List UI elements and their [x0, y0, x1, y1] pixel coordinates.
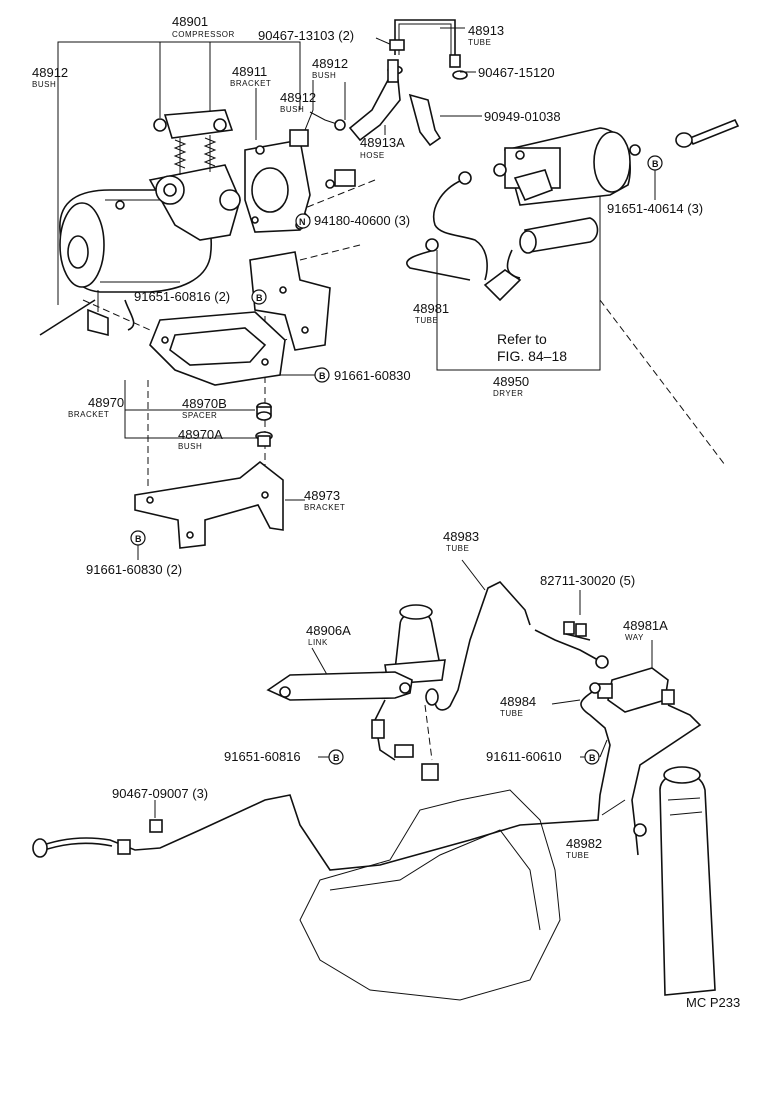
label-48973-bracket: BRACKET [304, 503, 345, 512]
bracket-48970 [149, 311, 286, 386]
spacer-48970b [256, 402, 272, 421]
link-48906a [266, 671, 414, 761]
label-48970b-spacer: SPACER [182, 411, 217, 420]
tube-48913 [389, 19, 461, 68]
label-48913: 48913 [468, 23, 504, 38]
dryer-48950 [483, 127, 641, 302]
tube-48984 [469, 682, 702, 856]
label-48981-tube: TUBE [415, 316, 438, 325]
label-48970-bracket: BRACKET [68, 410, 109, 419]
svg-text:B: B [256, 293, 263, 303]
label-90467-13103: 90467-13103 (2) [258, 28, 354, 43]
label-48912-c-bush: BUSH [280, 105, 304, 114]
page-code: MC P233 [686, 995, 740, 1010]
label-48913-tube: TUBE [468, 38, 491, 47]
b-mark-91661-60830: B [314, 367, 330, 383]
part-labels: 48901 COMPRESSOR 90467-13103 (2) 48913 T… [32, 14, 740, 1010]
label-refer-fig: FIG. 84–18 [497, 348, 567, 364]
label-90467-09007: 90467-09007 (3) [112, 786, 208, 801]
label-48906a: 48906A [306, 623, 351, 638]
b-mark-91611-60610: B [584, 749, 600, 765]
marks: B B N B B B B [130, 155, 663, 765]
svg-text:B: B [333, 753, 340, 763]
svg-text:N: N [299, 217, 306, 227]
label-48983: 48983 [443, 529, 479, 544]
bush-48912-parts [289, 119, 356, 189]
b-mark-91661-60830-2: B [130, 530, 146, 546]
label-48970a: 48970A [178, 427, 223, 442]
label-48901: 48901 [172, 14, 208, 29]
b-mark-91651-40614: B [647, 155, 663, 171]
label-82711-30020: 82711-30020 (5) [540, 573, 635, 588]
label-91651-40614: 91651-40614 (3) [607, 201, 703, 216]
tube-48983 [425, 581, 609, 711]
svg-text:B: B [652, 159, 659, 169]
label-91651-60816: 91651-60816 [224, 749, 301, 764]
bracket-48973 [134, 460, 284, 549]
label-90949-01038: 90949-01038 [484, 109, 561, 124]
n-mark-94180: N [295, 213, 311, 229]
label-refer-to: Refer to [497, 331, 547, 347]
label-48912-a: 48912 [32, 65, 68, 80]
bracket-plate-upper [249, 251, 331, 351]
label-48950: 48950 [493, 374, 529, 389]
label-94180-40600: 94180-40600 (3) [314, 213, 410, 228]
bush-48970a [255, 431, 273, 447]
clip-91611 [421, 763, 439, 781]
svg-text:B: B [135, 534, 142, 544]
bracket-90949 [408, 93, 442, 147]
label-48950-dryer: DRYER [493, 389, 523, 398]
way-48981a [597, 667, 675, 713]
label-48912-c: 48912 [280, 90, 316, 105]
label-48912-a-bush: BUSH [32, 80, 56, 89]
engine-outline [299, 789, 561, 1001]
label-48913a-hose: HOSE [360, 151, 385, 160]
tube-48981 [406, 171, 521, 281]
label-48982: 48982 [566, 836, 602, 851]
label-48970b: 48970B [182, 396, 227, 411]
svg-text:B: B [589, 753, 596, 763]
label-48911: 48911 [232, 64, 267, 79]
label-48984-tube: TUBE [500, 709, 523, 718]
b-mark-91651-60816-2: B [251, 289, 267, 305]
label-91661-60830-2: 91661-60830 (2) [86, 562, 182, 577]
label-91651-60816-2: 91651-60816 (2) [134, 289, 230, 304]
svg-text:B: B [319, 371, 326, 381]
label-48973: 48973 [304, 488, 340, 503]
label-48912-b-bush: BUSH [312, 71, 336, 80]
tube-48982-main [32, 794, 471, 871]
label-91611-60610: 91611-60610 [486, 749, 562, 764]
label-48911-bracket: BRACKET [230, 79, 271, 88]
label-48982-tube: TUBE [566, 851, 589, 860]
label-48981: 48981 [413, 301, 449, 316]
label-48970: 48970 [88, 395, 124, 410]
hose-48913a [348, 59, 401, 142]
label-48984: 48984 [500, 694, 536, 709]
label-48906a-link: LINK [308, 638, 328, 647]
clips-82711 [563, 621, 591, 641]
label-48983-tube: TUBE [446, 544, 469, 553]
label-91661-60830: 91661-60830 [334, 368, 411, 383]
reservoir-bottle [659, 766, 716, 996]
label-48970a-bush: BUSH [178, 442, 202, 451]
b-mark-91651-60816: B [328, 749, 344, 765]
compressor-48901 [39, 109, 241, 337]
label-48913a: 48913A [360, 135, 405, 150]
label-90467-15120: 90467-15120 [478, 65, 555, 80]
bolt-91651-40614 [675, 118, 740, 148]
label-48981a-way: WAY [625, 633, 644, 642]
label-compressor: COMPRESSOR [172, 30, 235, 39]
label-48912-b: 48912 [312, 56, 348, 71]
label-48981a: 48981A [623, 618, 668, 633]
clamps-90467 [387, 65, 468, 80]
